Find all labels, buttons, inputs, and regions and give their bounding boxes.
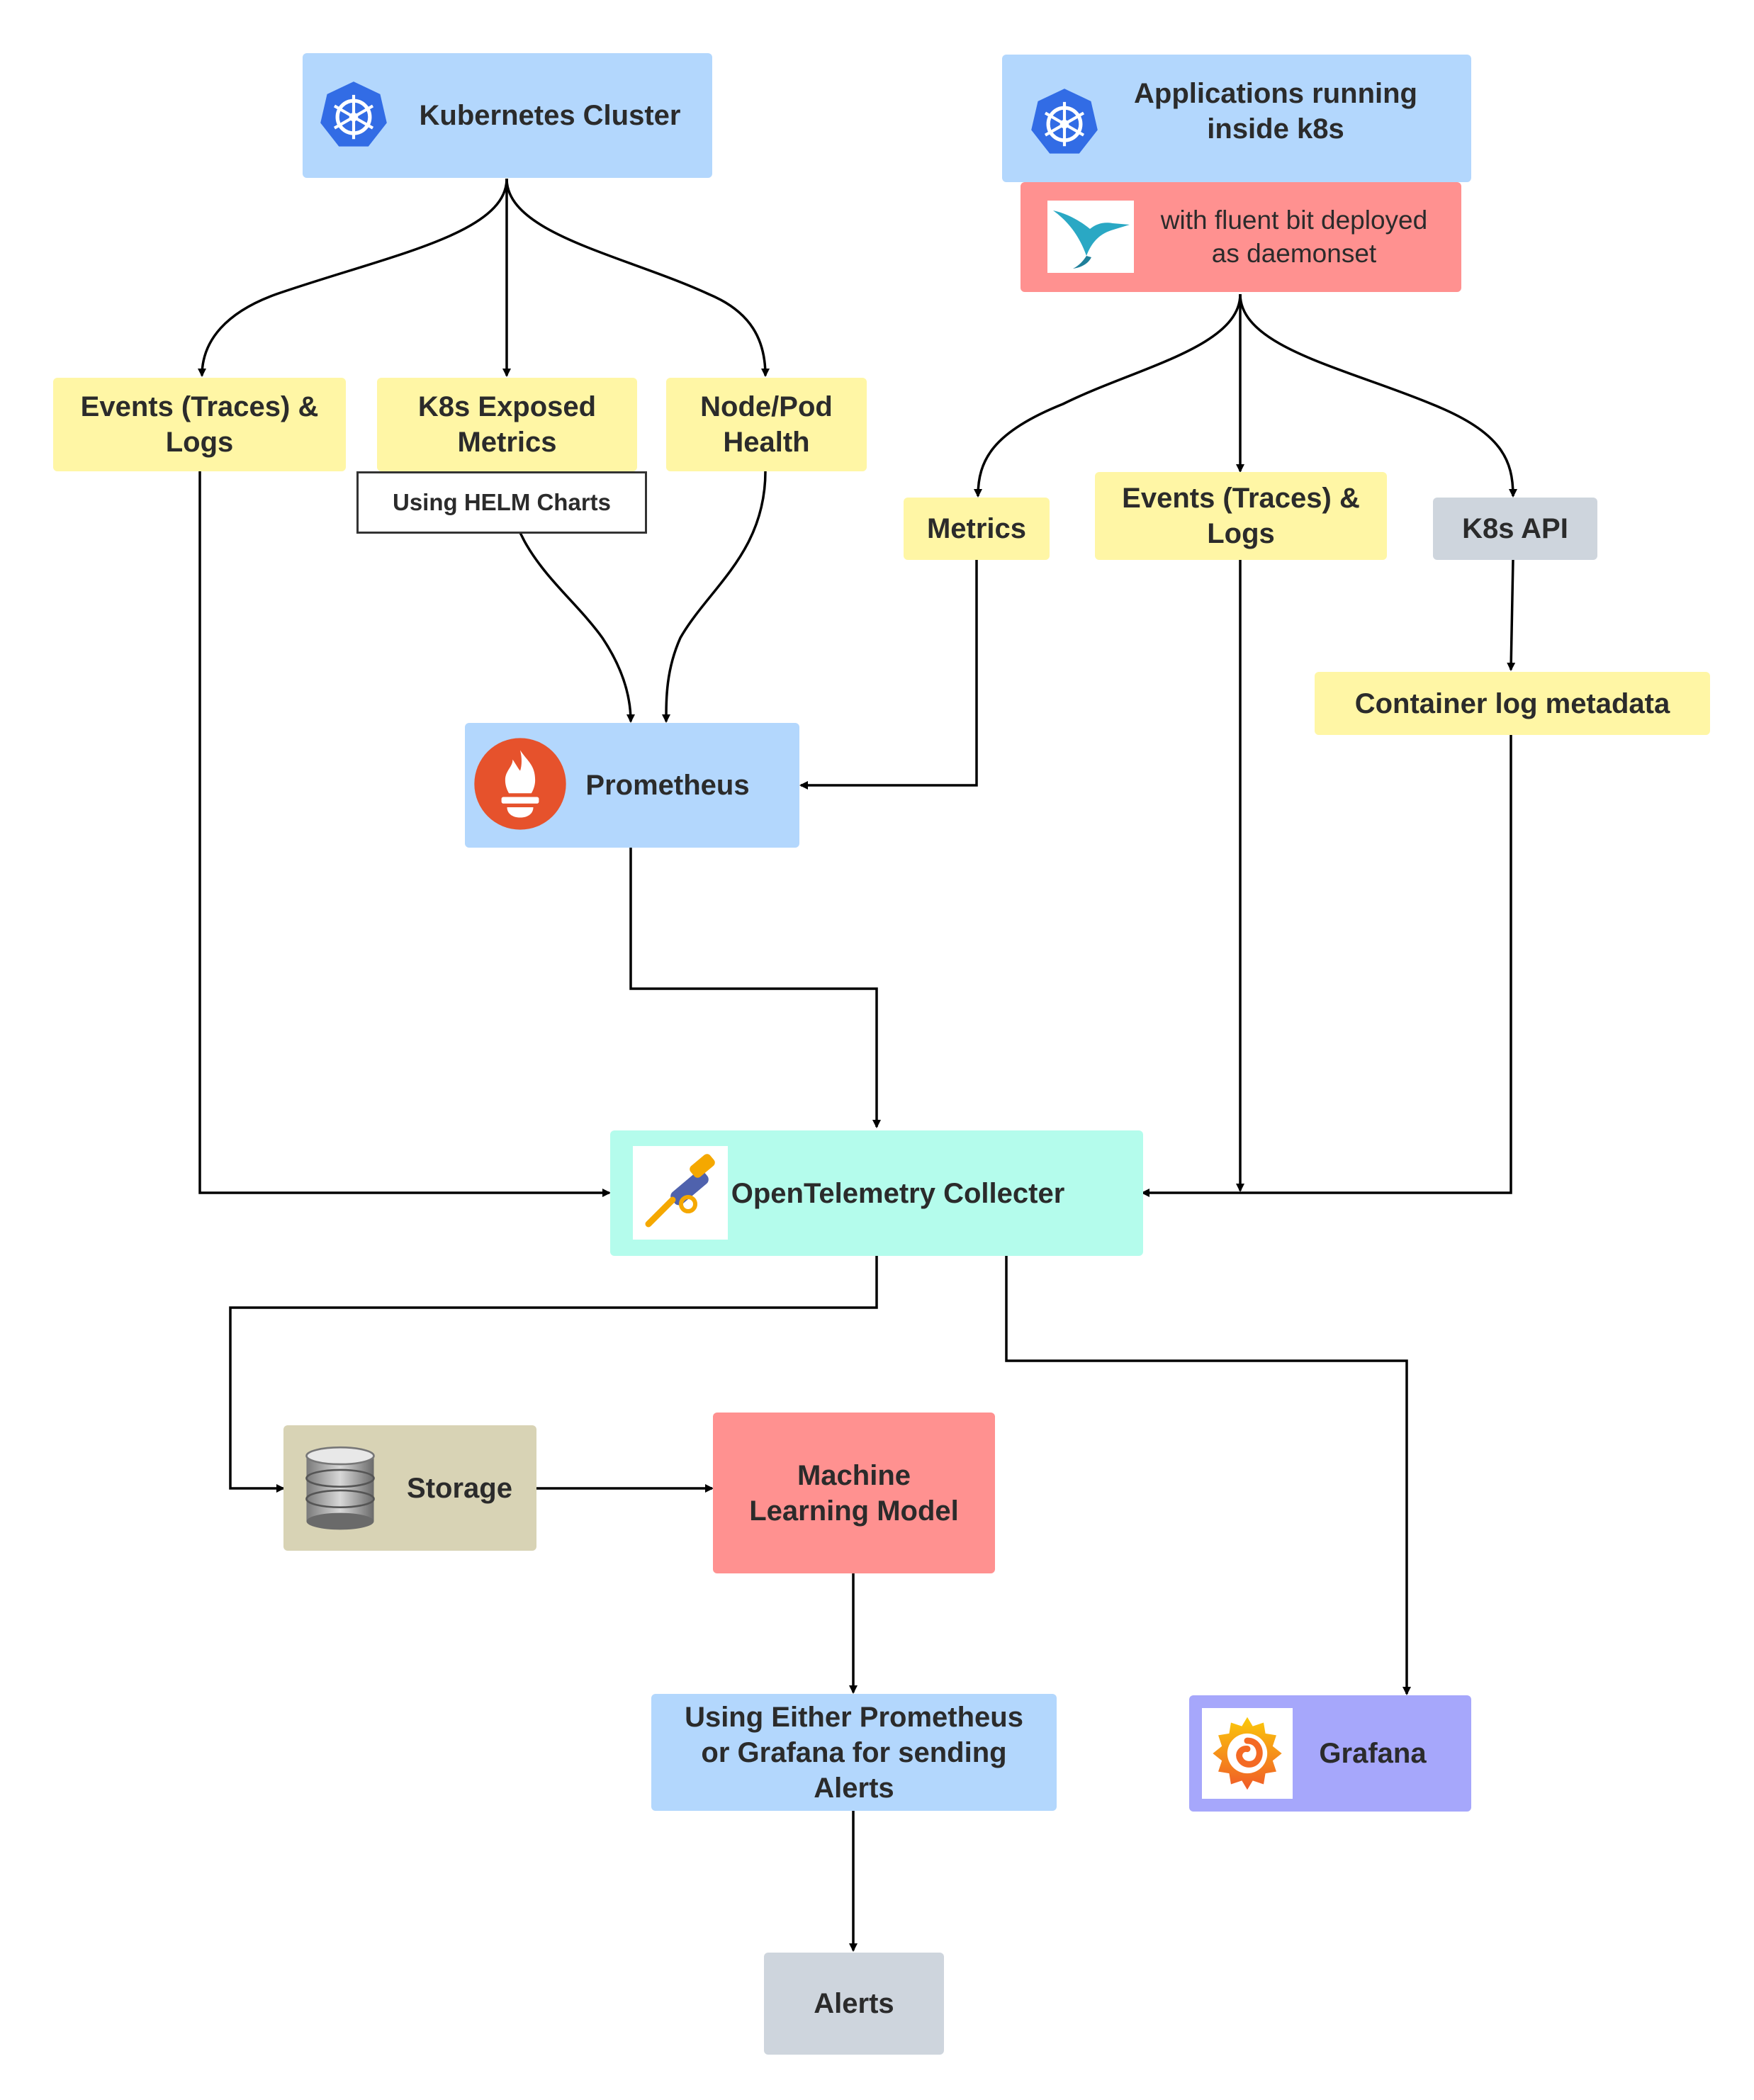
- events-logs-right-node[interactable]: Events (Traces) & Logs: [1095, 472, 1387, 560]
- alerts-node[interactable]: Alerts: [764, 1953, 944, 2055]
- kubernetes-cluster-label: Kubernetes Cluster: [419, 100, 681, 131]
- apps-k8s-node[interactable]: Applications running inside k8s: [1002, 55, 1471, 182]
- opentelemetry-collector-node[interactable]: OpenTelemetry Collecter: [610, 1130, 1143, 1256]
- alerts-label: Alerts: [814, 1988, 894, 2019]
- alert-tooling-node[interactable]: Using Either Prometheus or Grafana for s…: [651, 1694, 1057, 1811]
- opentelemetry-collector-label: OpenTelemetry Collecter: [731, 1177, 1065, 1209]
- metrics-label: Metrics: [926, 513, 1027, 544]
- edge-otel-to-grafana: [1005, 1256, 1411, 1695]
- storage-node[interactable]: Storage: [283, 1425, 536, 1551]
- edge-metrics-to-prometheus: [799, 560, 978, 790]
- machine-learning-model-node[interactable]: Machine Learning Model: [713, 1413, 995, 1573]
- grafana-swirl-icon: [1202, 1708, 1293, 1799]
- metrics-node[interactable]: Metrics: [904, 498, 1050, 560]
- apps-k8s-label: Applications running inside k8s: [1134, 78, 1417, 145]
- kubernetes-icon: [1031, 89, 1098, 154]
- machine-learning-model-label: Machine Learning Model: [749, 1459, 959, 1527]
- container-log-metadata-label: Container log metadata: [1354, 687, 1670, 719]
- k8s-exposed-metrics-node[interactable]: K8s Exposed Metrics: [377, 378, 637, 471]
- node-pod-health-label: Node/Pod Health: [700, 391, 833, 458]
- edge-fluent-to-k8sapi: [1239, 293, 1517, 498]
- edge-cluster-to-health: [505, 178, 770, 377]
- events-logs-left-node[interactable]: Events (Traces) & Logs: [53, 378, 346, 471]
- k8s-api-label: K8s API: [1462, 513, 1568, 544]
- edge-k8sapi-to-container-meta: [1507, 559, 1516, 671]
- storage-label: Storage: [407, 1472, 512, 1504]
- fluent-bit-label: with fluent bit deployed as daemonset: [1160, 206, 1428, 268]
- helm-charts-note: Using HELM Charts: [356, 471, 647, 534]
- edge-prometheus-to-otel: [629, 847, 881, 1128]
- node-pod-health-node[interactable]: Node/Pod Health: [666, 378, 867, 471]
- grafana-node[interactable]: Grafana: [1189, 1695, 1471, 1812]
- edge-cluster-to-events: [198, 178, 508, 377]
- grafana-label: Grafana: [1319, 1738, 1427, 1769]
- fluent-bit-node[interactable]: with fluent bit deployed as daemonset: [1021, 182, 1461, 292]
- kubernetes-cluster-node[interactable]: Kubernetes Cluster: [303, 53, 712, 178]
- telescope-icon: [633, 1146, 728, 1240]
- events-logs-left-label: Events (Traces) & Logs: [80, 391, 319, 458]
- prometheus-flame-icon: [474, 738, 566, 830]
- edge-fluent-to-metrics: [974, 293, 1242, 498]
- edge-events-left-to-otel: [198, 471, 611, 1197]
- events-logs-right-label: Events (Traces) & Logs: [1122, 483, 1360, 549]
- database-icon: [305, 1446, 375, 1530]
- edge-health-to-prometheus: [662, 471, 767, 723]
- hummingbird-icon: [1047, 201, 1134, 273]
- edge-otel-to-storage: [229, 1256, 878, 1493]
- alert-tooling-label: Using Either Prometheus or Grafana for s…: [685, 1701, 1023, 1804]
- prometheus-label: Prometheus: [585, 770, 750, 801]
- k8s-api-node[interactable]: K8s API: [1433, 498, 1597, 560]
- helm-charts-label: Using HELM Charts: [392, 489, 612, 516]
- kubernetes-icon: [320, 82, 387, 147]
- edge-container-meta-to-otel: [1141, 735, 1512, 1197]
- k8s-exposed-metrics-label: K8s Exposed Metrics: [417, 391, 597, 458]
- container-log-metadata-node[interactable]: Container log metadata: [1315, 672, 1710, 735]
- prometheus-node[interactable]: Prometheus: [465, 723, 799, 848]
